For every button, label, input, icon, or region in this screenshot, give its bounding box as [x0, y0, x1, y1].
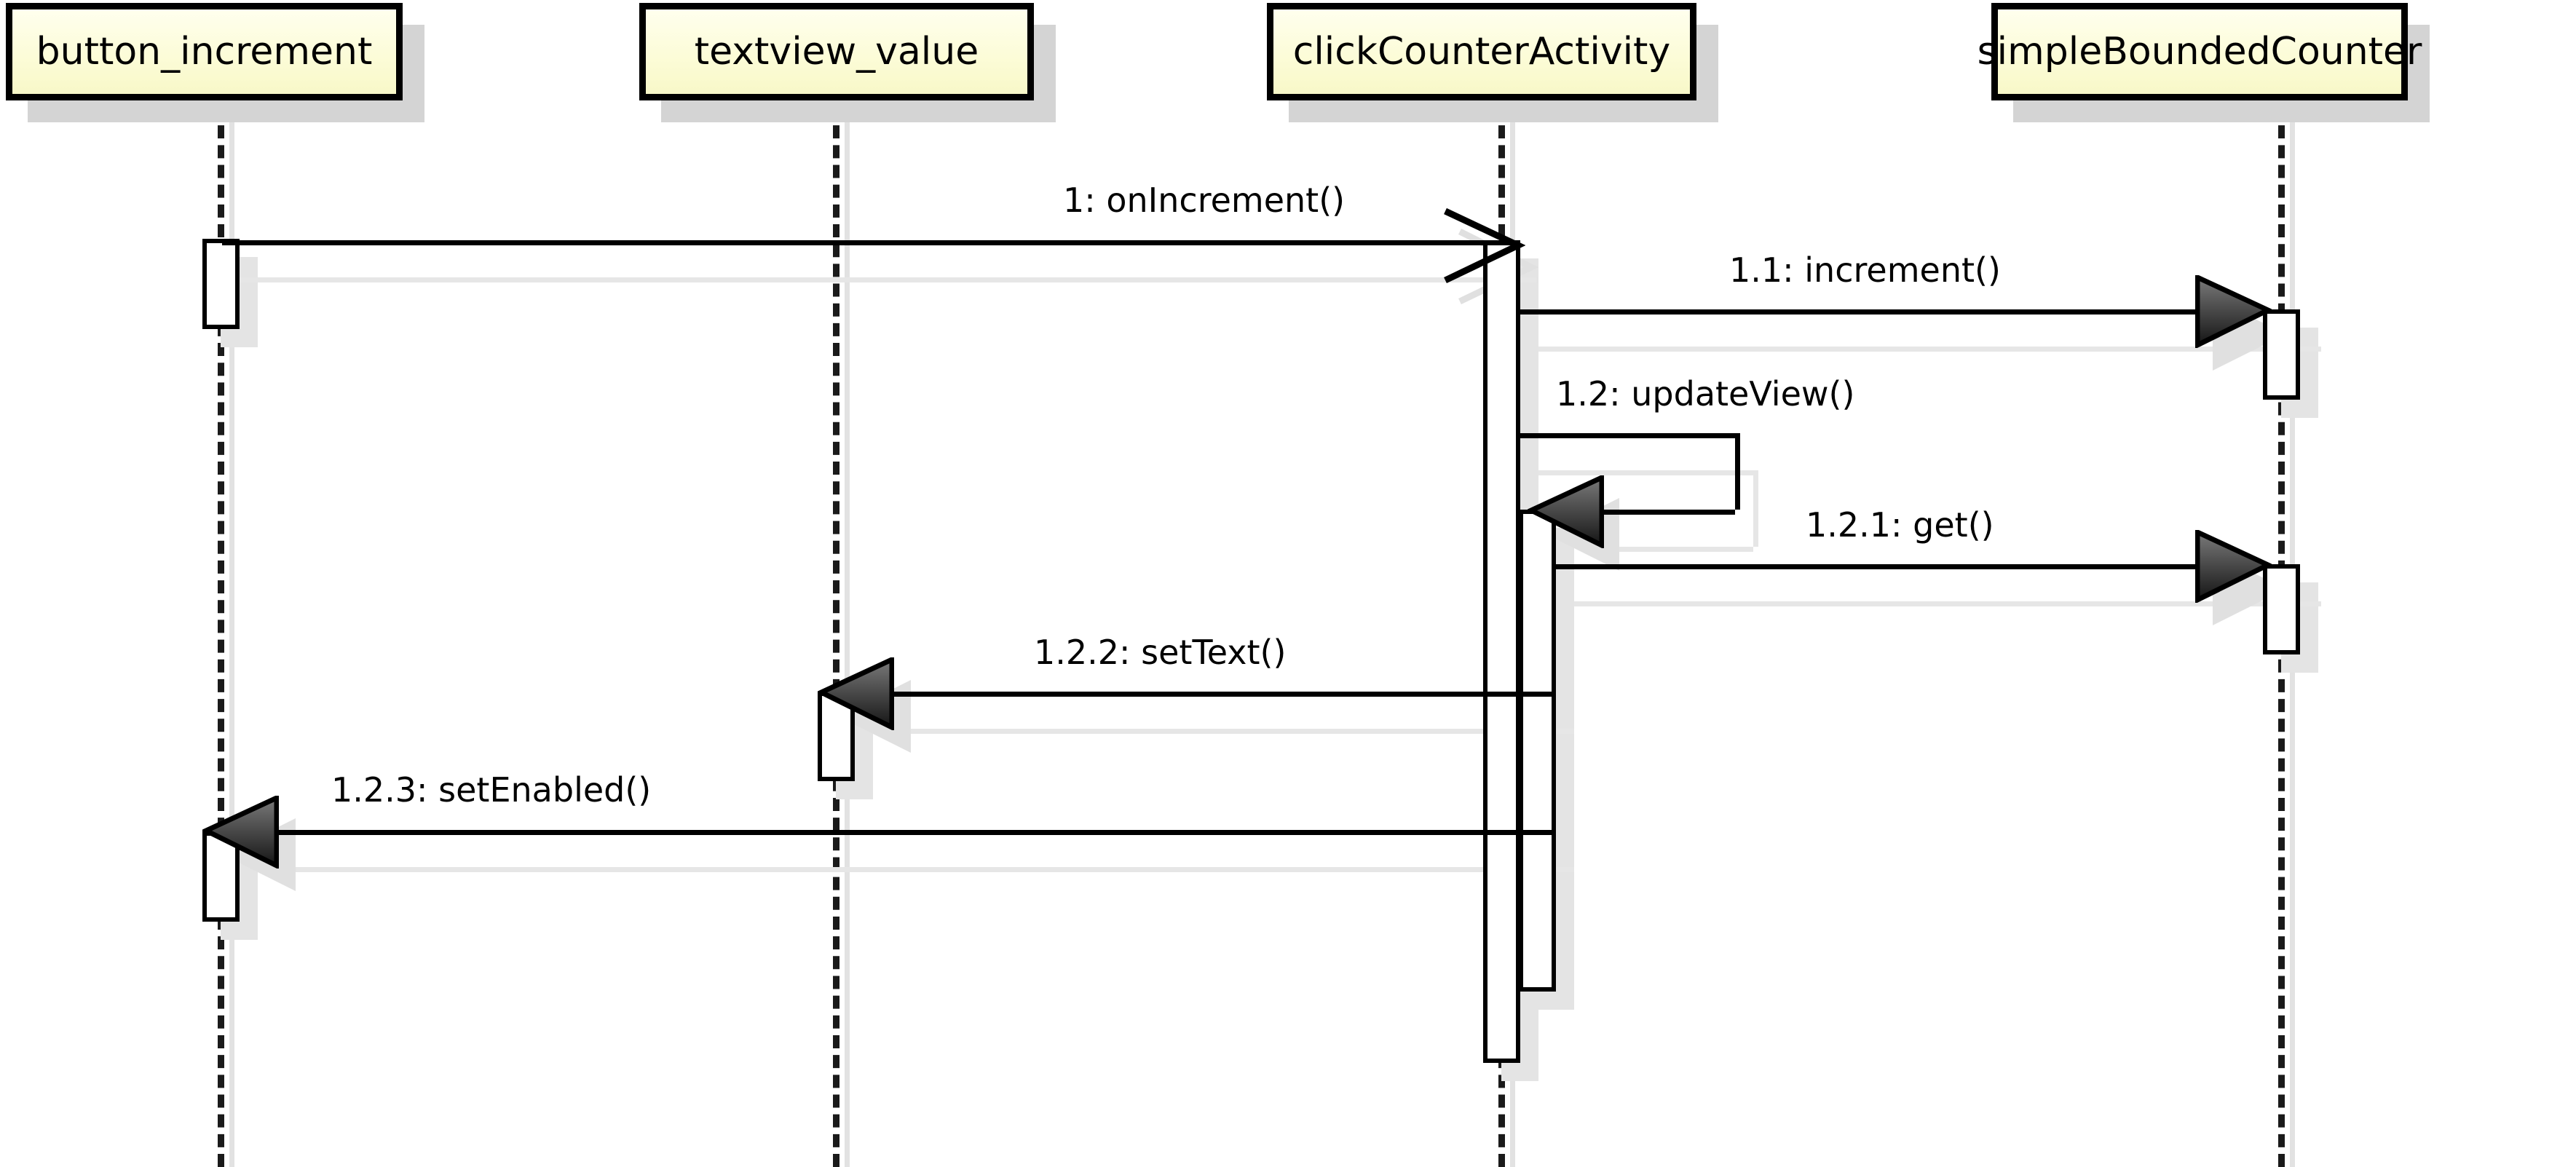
activation-bar-clickcounteractivity-nested: [1519, 510, 1556, 992]
arrowhead-open-right-1: [1444, 207, 1525, 284]
message-line-1-2-1-get: [1556, 564, 2264, 569]
lifeline-shadow-textview-value: [845, 109, 850, 1167]
message-label-1-onincrement: 1: onIncrement(): [1063, 181, 1346, 220]
arrowhead-filled-left-1-2-2: [818, 657, 894, 730]
message-shadow: [1595, 547, 1753, 552]
arrowhead-filled-right-1-1: [2195, 275, 2272, 348]
participant-button-increment[interactable]: button_increment: [6, 3, 403, 100]
participant-simpleboundedcounter[interactable]: simpleBoundedCounter: [1978, 3, 2422, 100]
lifeline-textview-value: [833, 106, 839, 1167]
participant-label-simpleboundedcounter: simpleBoundedCounter: [1977, 30, 2422, 74]
arrowhead-filled-left-1-2: [1528, 475, 1604, 548]
message-line-1-2-updateview-down: [1735, 433, 1740, 510]
participant-clickcounteractivity[interactable]: clickCounterActivity: [1267, 3, 1696, 100]
lifeline-shadow-button-increment: [229, 109, 234, 1167]
message-shadow: [240, 277, 1536, 282]
participant-label-textview-value: textview_value: [694, 30, 979, 74]
arrowhead-filled-right-1-2-1: [2195, 530, 2272, 603]
message-shadow: [874, 729, 1574, 734]
message-line-1-onincrement: [222, 240, 1518, 245]
message-line-1-1-increment: [1520, 309, 2264, 315]
message-line-1-2-2-settext: [853, 692, 1556, 697]
message-shadow: [1574, 601, 2321, 606]
activation-bar-simpleboundedcounter-1: [2263, 309, 2300, 400]
activation-bar-clickcounteractivity-outer: [1483, 240, 1520, 1063]
arrowhead-filled-left-1-2-3: [202, 796, 279, 869]
message-shadow: [1538, 470, 1753, 475]
message-line-1-2-updateview-return: [1576, 510, 1735, 515]
message-label-1-2-updateview: 1.2: updateView(): [1556, 374, 1855, 414]
message-label-1-2-1-get: 1.2.1: get(): [1806, 505, 1994, 545]
lifeline-button-increment: [218, 106, 224, 1167]
message-shadow: [1753, 470, 1758, 547]
activation-bar-button-increment-1: [202, 239, 240, 329]
participant-label-button-increment: button_increment: [36, 30, 373, 74]
message-line-1-2-3-setenabled: [238, 830, 1556, 835]
participant-label-clickcounteractivity: clickCounterActivity: [1292, 30, 1671, 74]
participant-textview-value[interactable]: textview_value: [639, 3, 1034, 100]
message-label-1-1-increment: 1.1: increment(): [1729, 250, 2001, 290]
activation-bar-simpleboundedcounter-2: [2263, 564, 2300, 654]
message-shadow: [1538, 347, 2321, 352]
message-label-1-2-2-settext: 1.2.2: setText(): [1034, 633, 1287, 672]
message-shadow: [258, 867, 1574, 872]
message-line-1-2-updateview-out: [1520, 433, 1735, 438]
message-label-1-2-3-setenabled: 1.2.3: setEnabled(): [331, 770, 652, 810]
